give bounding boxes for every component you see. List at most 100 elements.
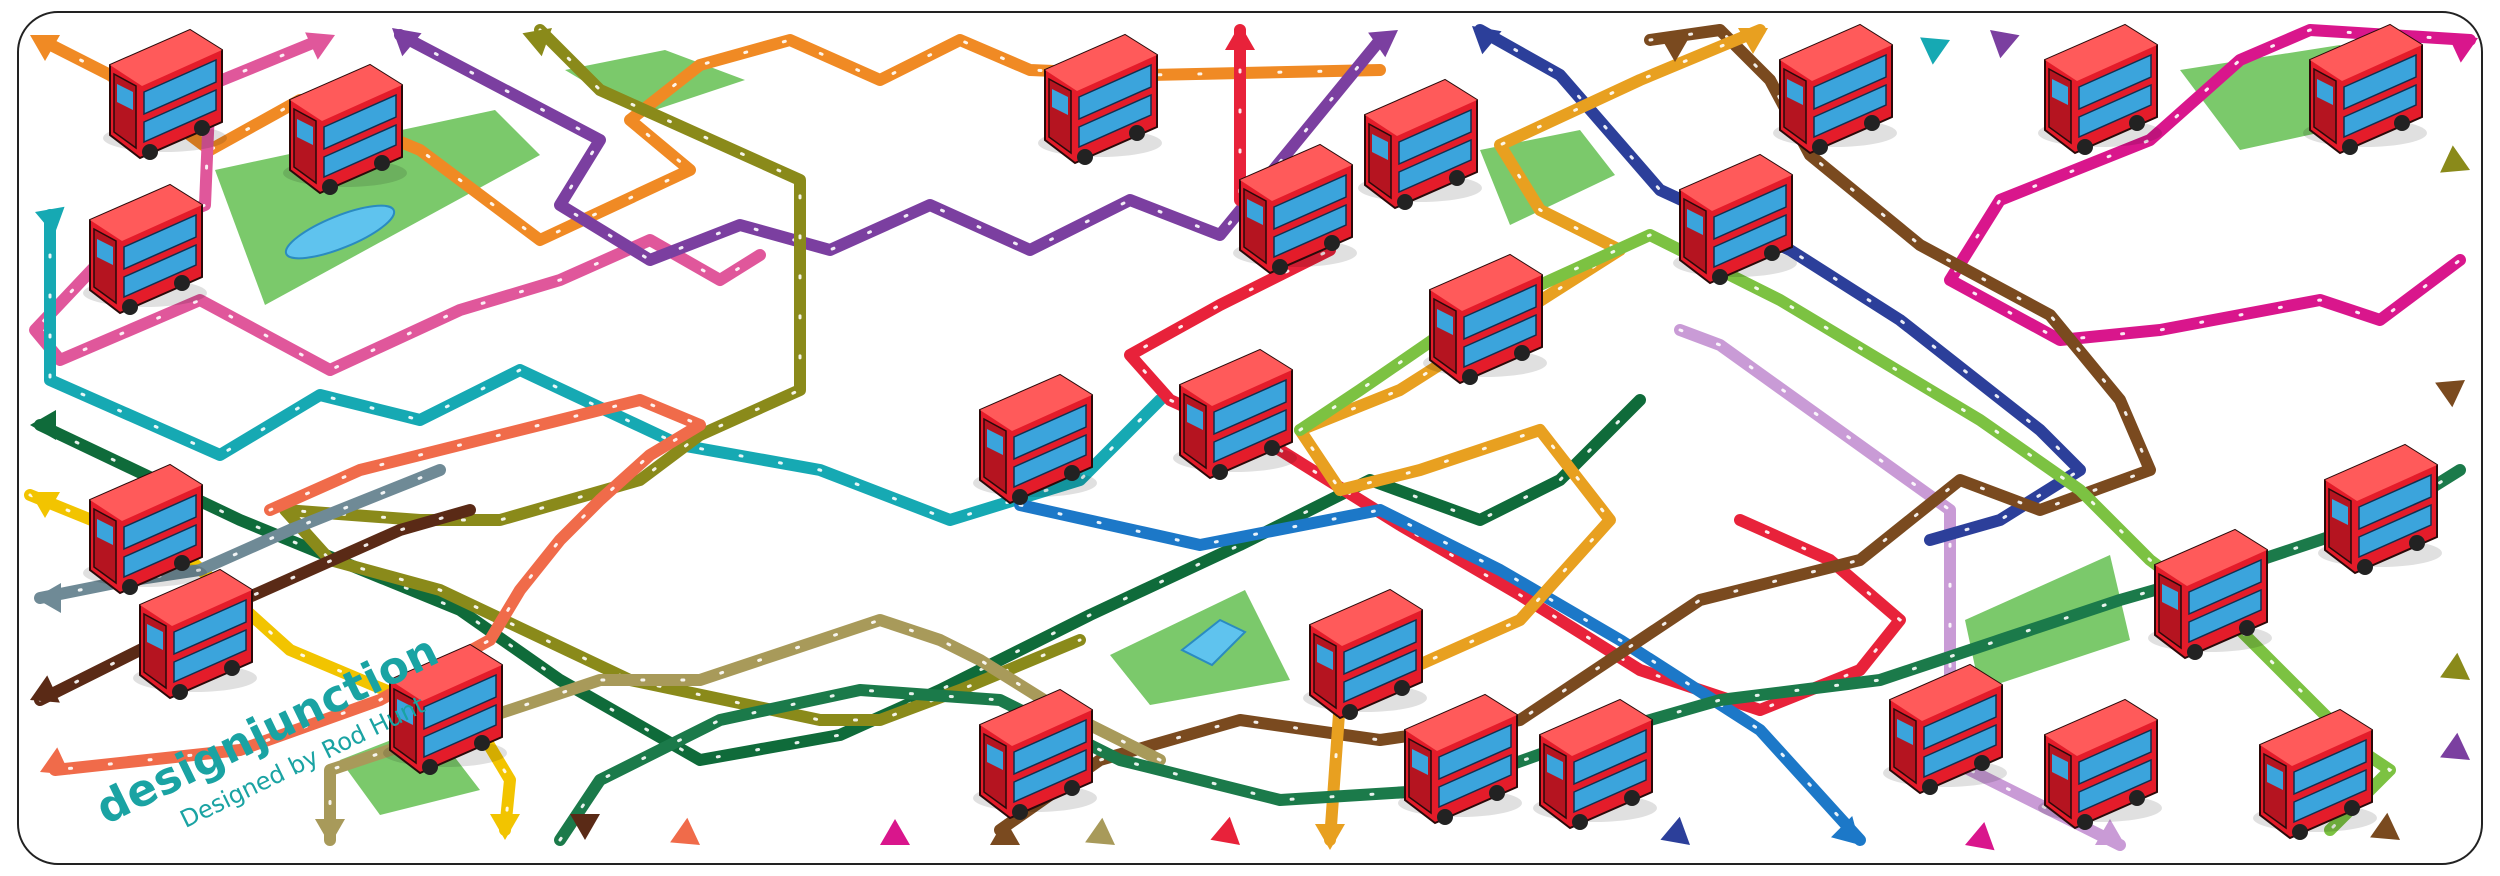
bus-windscreen <box>987 744 1003 770</box>
bus-windscreen <box>397 699 413 725</box>
route-arrow-11 <box>1990 30 2020 59</box>
bus-lower-windows <box>1463 313 1537 369</box>
bus-upper-windows <box>1343 618 1417 676</box>
bus-windscreen <box>297 119 313 145</box>
double-decker-bus-9 <box>1773 23 1897 155</box>
bus-lower-windows <box>1013 433 1087 489</box>
bus-lower-windows <box>1398 138 1472 194</box>
bus-roof <box>2045 700 2157 756</box>
bus-wheel <box>1974 755 1990 771</box>
double-decker-bus-4 <box>1038 33 1162 165</box>
bus-windscreen <box>1317 644 1333 670</box>
bus-lower-windows <box>1273 203 1347 259</box>
route-arrow-10 <box>1920 37 1950 65</box>
park-3 <box>1480 130 1615 225</box>
route-line-orange <box>39 34 1386 246</box>
bus-lower-windows <box>323 123 397 179</box>
bus-windscreen <box>1687 209 1703 235</box>
bus-wheel <box>1397 194 1413 210</box>
bus-lower-windows <box>2078 83 2152 139</box>
bus-wheel <box>2077 814 2093 830</box>
route-arrow-8 <box>1737 28 1768 54</box>
bus-windscreen <box>1787 79 1803 105</box>
bus-roof <box>1365 80 1477 136</box>
bus-lower-windows <box>1013 748 1087 804</box>
bus-upper-windows <box>1013 718 1087 776</box>
bus-wheel <box>1129 125 1145 141</box>
bus-wheel <box>322 179 338 195</box>
bus-wheel <box>2357 559 2373 575</box>
bus-wheel <box>374 155 390 171</box>
route-line-darkbrown <box>34 504 476 706</box>
bus-wheel <box>2187 644 2203 660</box>
bus-upper-windows <box>2293 738 2367 796</box>
bus-roof <box>1780 25 1892 81</box>
bus-roof <box>290 65 402 121</box>
bus-wheel <box>1012 804 1028 820</box>
bus-windscreen <box>1052 89 1068 115</box>
route-arrow-5 <box>1225 24 1255 50</box>
bus-roof <box>1430 255 1542 311</box>
route-arrow-20 <box>1831 816 1860 845</box>
double-decker-bus-16 <box>383 643 507 775</box>
bus-upper-windows <box>1078 63 1152 121</box>
route-arrow-6 <box>1368 30 1398 58</box>
bus-wheel <box>2292 824 2308 840</box>
route-arrow-15 <box>2440 652 2470 680</box>
bus-lower-windows <box>2293 768 2367 824</box>
route-arrow-34 <box>30 492 61 518</box>
bus-roof <box>1540 700 1652 756</box>
route-line-gold <box>1294 24 1766 846</box>
bus-upper-windows <box>1463 283 1537 341</box>
route-arrow-33 <box>35 583 61 613</box>
route-arrow-35 <box>30 410 56 440</box>
bus-wheel <box>422 759 438 775</box>
bus-windscreen <box>2052 754 2068 780</box>
route-arrow-30 <box>315 819 345 845</box>
bus-lower-windows <box>1923 723 1997 779</box>
bus-wheel <box>2129 115 2145 131</box>
bus-roof <box>140 570 252 626</box>
bus-wheel <box>2394 115 2410 131</box>
route-arrow-7 <box>1472 26 1502 55</box>
bus-wheel <box>2239 620 2255 636</box>
bus-wheel <box>1077 149 1093 165</box>
route-arrow-22 <box>1315 824 1345 850</box>
route-arrow-31 <box>40 747 70 775</box>
route-arrow-13 <box>2440 145 2470 173</box>
bus-wheel <box>2344 800 2360 816</box>
bus-upper-windows <box>1398 108 1472 166</box>
bus-wheel <box>1812 139 1828 155</box>
bus-windscreen <box>2052 79 2068 105</box>
bus-roof <box>2045 25 2157 81</box>
route-arrow-9 <box>1660 36 1691 62</box>
bus-wheel <box>1572 814 1588 830</box>
bus-upper-windows <box>2078 728 2152 786</box>
bus-lower-windows <box>423 703 497 759</box>
bus-upper-windows <box>123 213 197 271</box>
double-decker-bus-7 <box>1423 253 1547 385</box>
bus-wheel <box>1437 809 1453 825</box>
bus-wheel <box>2409 535 2425 551</box>
bus-wheel <box>2129 790 2145 806</box>
route-arrow-23 <box>1210 816 1240 845</box>
bus-lower-windows <box>2343 83 2417 139</box>
double-decker-bus-17 <box>973 373 1097 505</box>
bus-windscreen <box>117 84 133 110</box>
route-arrows-layer <box>30 24 2478 851</box>
bus-roof <box>90 185 202 241</box>
bus-wheel <box>224 660 240 676</box>
route-stations-pink <box>32 38 762 372</box>
bus-wheel <box>122 579 138 595</box>
double-decker-bus-1 <box>103 28 227 160</box>
route-arrow-2 <box>305 32 335 60</box>
bus-wheel <box>1712 269 1728 285</box>
bus-windscreen <box>97 239 113 265</box>
double-decker-bus-15 <box>133 568 257 700</box>
bus-upper-windows <box>173 598 247 656</box>
bus-wheel <box>1489 785 1505 801</box>
bus-upper-windows <box>2188 558 2262 616</box>
bus-roof <box>980 690 1092 746</box>
route-line-blue <box>1014 499 1866 846</box>
